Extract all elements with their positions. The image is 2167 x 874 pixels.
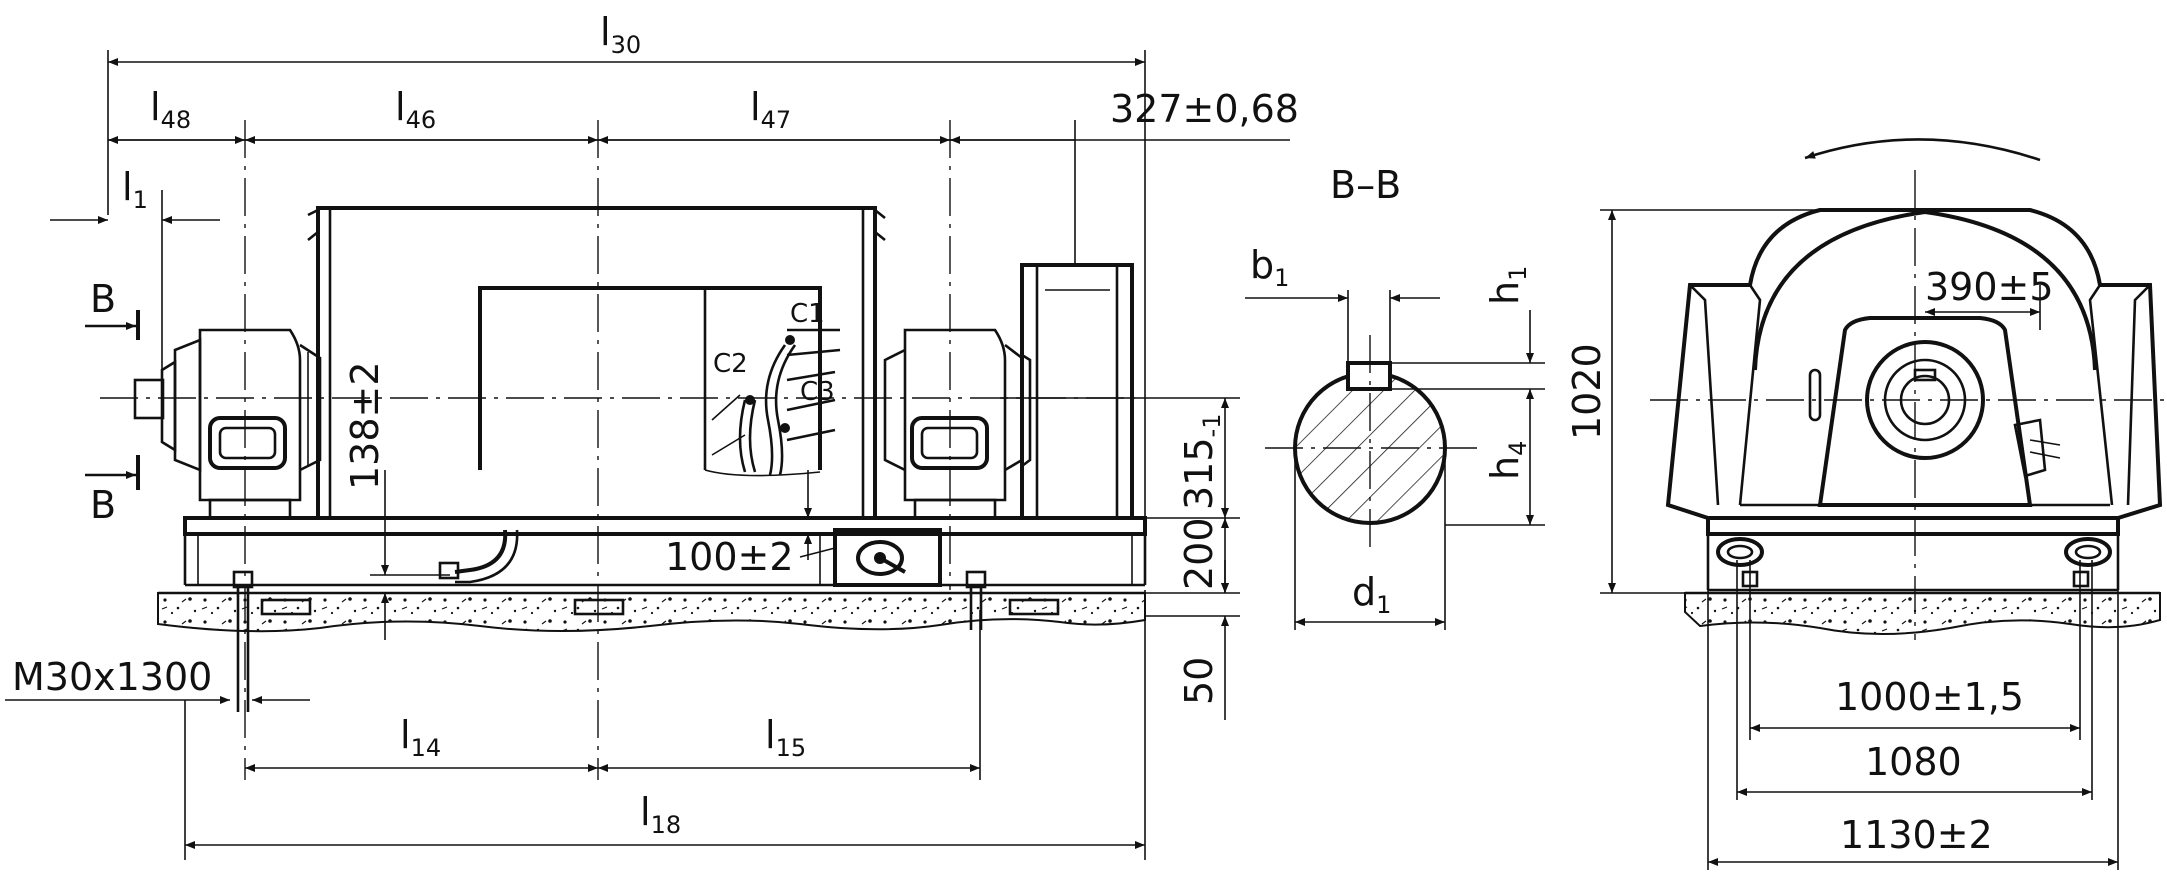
lead-label-c2: C2 <box>713 349 748 379</box>
left-gearbox <box>133 328 322 520</box>
dim-l48-label: l48 <box>150 85 191 134</box>
lead-label-c3: C3 <box>800 377 835 407</box>
section-title: B–B <box>1330 163 1401 207</box>
dim-1000-label: 1000±1,5 <box>1835 675 2024 719</box>
dim-d1-label: d1 <box>1352 570 1391 619</box>
exciter <box>1020 263 1134 520</box>
dim-l1-label: l1 <box>122 165 148 214</box>
section-mark-bottom: B <box>90 483 116 527</box>
dim-l18-label: l18 <box>640 790 681 839</box>
dim-l46-label: l46 <box>395 85 436 134</box>
rotation-arrow <box>1804 138 2041 162</box>
cable <box>454 529 508 574</box>
dim-b1-label: b1 <box>1250 243 1289 292</box>
dim-200-label: 200 <box>1177 517 1221 590</box>
dim-l30-label: l30 <box>600 10 641 59</box>
end-foundation-soil <box>1684 592 2161 635</box>
shaft-key <box>1346 361 1392 391</box>
dim-100-label: 100±2 <box>665 535 794 579</box>
dim-50-label: 50 <box>1177 657 1221 705</box>
section-view: B–B b1 h1 h4 d1 <box>1245 163 1545 630</box>
lead-label-c1: C1 <box>790 299 825 329</box>
dim-390-label: 390±5 <box>1925 265 2054 309</box>
dim-1130-label: 1130±2 <box>1840 813 1993 857</box>
dim-l47-label: l47 <box>750 85 791 134</box>
dim-h4-label: h4 <box>1483 441 1532 480</box>
dim-h1-label: h1 <box>1483 266 1532 305</box>
junction-box <box>833 528 942 587</box>
dim-l14-label: l14 <box>400 713 441 762</box>
side-view: l30 l48 l46 l47 327±0,68 l1 B B 138±2 31… <box>5 10 1299 860</box>
dim-1020-label: 1020 <box>1565 343 1609 440</box>
section-mark-top: B <box>90 277 116 321</box>
terminal-leads <box>704 328 841 477</box>
dim-1080-label: 1080 <box>1865 740 1962 784</box>
foundation-soil <box>157 592 1146 633</box>
end-view: 1020 390±5 1000±1,5 1080 1130±2 <box>1565 138 2167 870</box>
bolt-spec-label: M30x1300 <box>12 655 212 699</box>
right-gearbox <box>883 328 1032 520</box>
dim-l15-label: l15 <box>765 713 806 762</box>
dim-138-label: 138±2 <box>343 361 387 490</box>
dim-327-label: 327±0,68 <box>1110 87 1299 131</box>
dim-315-label: 315-1 <box>1177 414 1226 510</box>
motor-casing <box>307 206 886 520</box>
